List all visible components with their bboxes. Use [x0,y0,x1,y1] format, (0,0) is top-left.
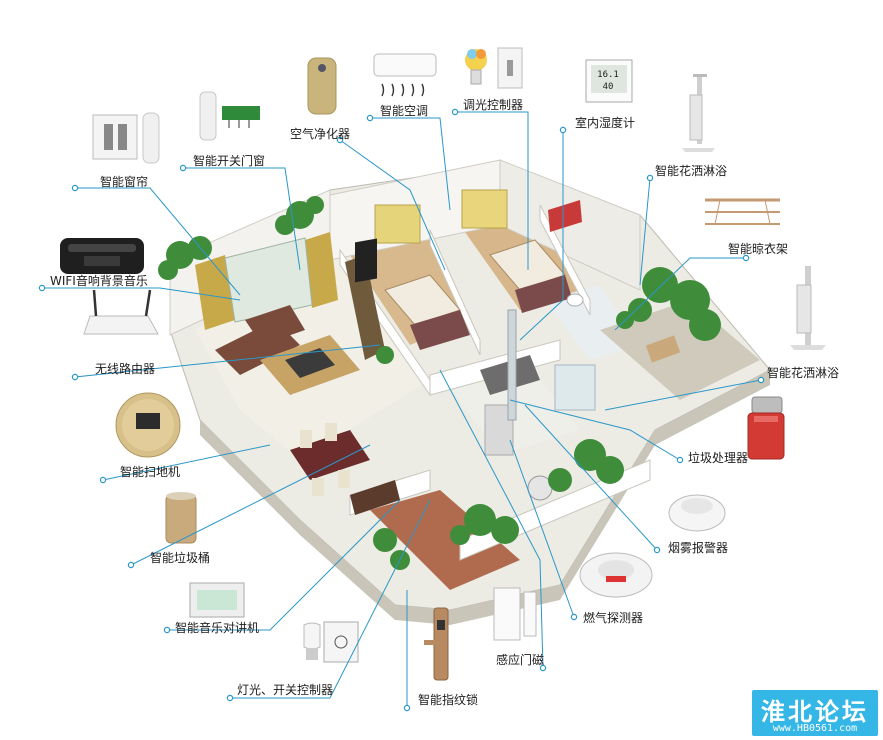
balcony-table [645,335,681,363]
door-sensor-icon [493,587,537,641]
drying-rack-icon [705,198,780,225]
shoe-cabinet [350,480,400,515]
callout-lines [42,111,762,708]
light-switch-icon [303,621,359,663]
label-drying-rack: 智能晾衣架 [728,242,789,256]
speaker-icon [60,238,144,274]
curtain-left [195,255,235,330]
floor-edge [200,370,770,625]
house-floorplan [158,159,771,625]
label-intercom: 智能音乐对讲机 [175,621,260,635]
wall-partition-3 [539,204,591,316]
intercom-icon [189,582,245,618]
balcony-floor [600,300,760,400]
temp-readout: 16.1 [597,70,619,80]
label-robot-vacuum: 智能扫地机 [120,465,181,479]
label-door-sensor: 感应门磁 [496,653,545,667]
window-2 [461,189,508,229]
smoke-alarm-icon [668,494,726,532]
bed-frame-2 [515,275,572,313]
shower-glass [554,364,596,411]
toilet [566,293,584,307]
label-gas-detector: 燃气探测器 [583,611,644,625]
label-fingerprint-lock: 智能指纹锁 [418,693,479,707]
shower-right-icon [790,266,826,350]
chair-1 [300,430,312,448]
thermometer-icon: 16.1 40 [585,59,633,103]
chair-3 [312,478,324,496]
callout-dots [38,108,765,712]
glass-door [224,237,313,323]
label-router: 无线路由器 [95,362,156,376]
label-shower-right: 智能花洒淋浴 [767,366,840,380]
wall-painting [548,200,582,232]
label-smoke-alarm: 烟雾报警器 [668,541,729,555]
label-disposer: 垃圾处理器 [688,451,749,465]
air-conditioner-icon [373,53,437,97]
robot-vacuum-icon [115,392,181,458]
coffee-table [285,348,335,378]
label-air-conditioner: 智能空调 [380,104,429,118]
disposer-icon [747,396,785,460]
entrance-floor [370,490,520,590]
dining-table [290,430,370,480]
humidity-readout: 40 [603,82,614,92]
label-light-switch: 灯光、开关控制器 [237,683,334,697]
curtain-right [305,232,338,308]
trash-can-icon [165,492,197,544]
label-trash-can: 智能垃圾桶 [150,551,211,565]
watermark-badge: 淮北论坛 www.HB0561.com [752,690,878,736]
router-icon [83,289,159,335]
sofa-side [245,305,305,345]
bed-frame-1 [410,310,470,350]
wall-partition-2 [429,229,481,356]
label-dimmer: 调光控制器 [463,98,524,112]
watermark-url: www.HB0561.com [772,723,858,734]
plants [158,196,721,570]
gas-detector-icon [579,552,653,598]
window-1 [374,204,421,244]
label-curtain: 智能窗帘 [100,175,149,189]
label-wifi-audio: WIFI音响背景音乐 [50,274,148,288]
window-opener-icon [199,91,260,141]
curtain-device-icon [92,112,160,164]
label-shower-top: 智能花洒淋浴 [655,164,728,178]
label-thermo-hygrometer: 室内湿度计 [575,116,636,130]
air-purifier-icon [307,57,337,115]
label-air-purifier: 空气净化器 [290,127,351,141]
shower-top-icon [682,74,715,152]
tv [355,238,377,283]
watermark-title: 淮北论坛 [761,698,869,726]
label-window-opener: 智能开关门窗 [193,154,266,168]
chair-2 [325,423,337,441]
pipe-column [507,309,517,421]
chair-4 [338,470,350,488]
dimmer-icon [465,47,523,89]
fingerprint-lock-icon [424,607,449,681]
